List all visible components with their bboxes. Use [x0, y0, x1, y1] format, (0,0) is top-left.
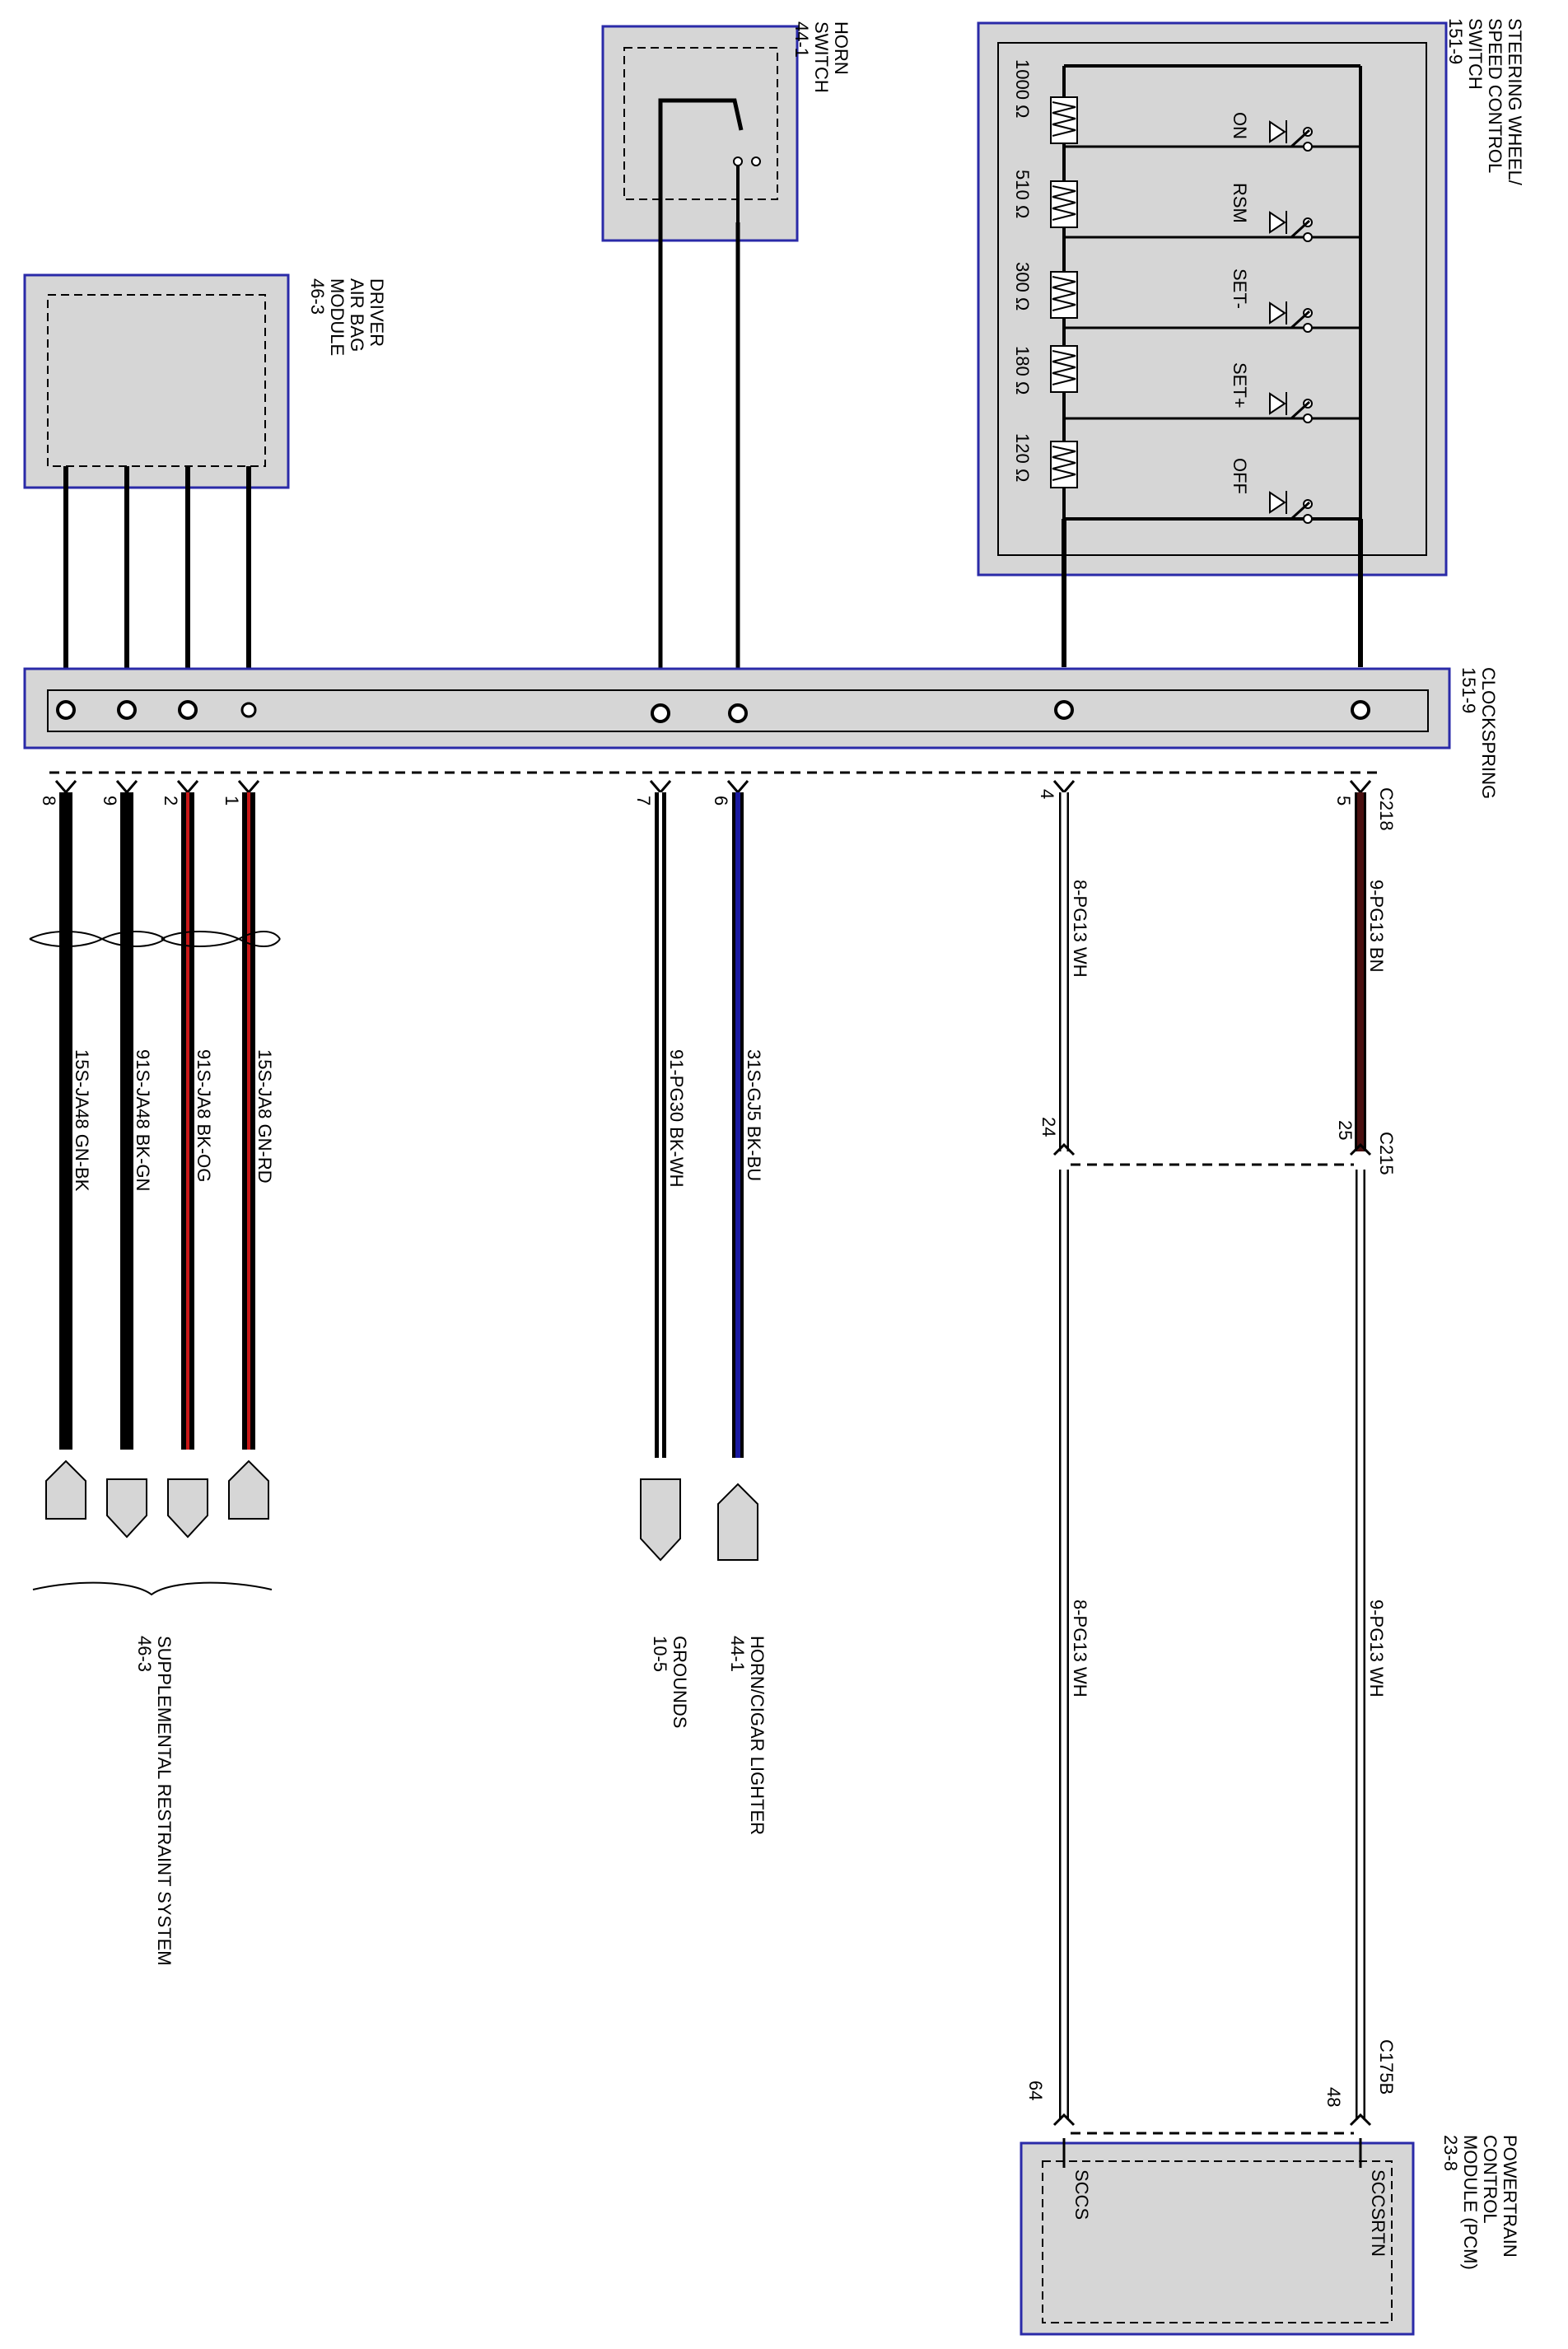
driver-airbag-module: [23, 273, 290, 489]
pin-1: 1: [222, 796, 242, 806]
horn-wires: [655, 792, 744, 1458]
pin-9: 9: [100, 796, 120, 806]
pcm-pin-sccs: SCCS: [1071, 2169, 1092, 2220]
switch-row-off: [1050, 441, 1313, 524]
wire-label-91s-ja48: 91S-JA48 BK-GN: [133, 1049, 153, 1191]
wire-label-9-pg13-lower: 9-PG13 WH: [1366, 1599, 1387, 1698]
resistor-label-510: 510 Ω: [1012, 170, 1033, 218]
connector-c218-label: C218: [1376, 787, 1397, 831]
wire-label-15s-ja8: 15S-JA8 GN-RD: [254, 1049, 275, 1184]
c175b-arrows: [1052, 2113, 1372, 2127]
wire-label-8-pg13-lower: 8-PG13 WH: [1070, 1599, 1090, 1698]
steering-wheel-switch-title: STEERING WHEEL/ SPEED CONTROL SWITCH 151…: [1445, 18, 1525, 190]
srs-destination-label: SUPPLEMENTAL RESTRAINT SYSTEM 46-3: [134, 1636, 175, 1971]
switch-label-set-minus: SET-: [1230, 269, 1250, 309]
pin-7: 7: [633, 796, 654, 806]
connector-c215-label: C215: [1376, 1132, 1397, 1175]
grounds-destination-label: GROUNDS 10-5: [650, 1636, 690, 1734]
switch-row-set-minus: [1050, 271, 1360, 333]
resistor-label-1000: 1000 Ω: [1012, 59, 1033, 119]
clockspring: [23, 667, 1451, 750]
wire-label-15s-ja48: 15S-JA48 GN-BK: [72, 1049, 92, 1192]
speed-control-wires: [1059, 792, 1366, 1151]
steering-wheel-switch: [977, 21, 1448, 577]
pcm-title: POWERTRAIN CONTROL MODULE (PCM) 23-8: [1440, 2135, 1520, 2275]
switch-row-on: [1050, 96, 1360, 152]
wire-label-9-pg13-upper: 9-PG13 BN: [1366, 880, 1387, 973]
wire-label-31s-gj5: 31S-GJ5 BK-BU: [744, 1049, 764, 1181]
pin-48: 48: [1323, 2087, 1344, 2107]
resistor-label-120: 120 Ω: [1012, 433, 1033, 482]
clockspring-title: CLOCKSPRING 151-9: [1458, 667, 1499, 804]
horn-switch: [601, 25, 799, 242]
wire-label-8-pg13-upper: 8-PG13 WH: [1070, 880, 1090, 978]
wire-label-91-pg30: 91-PG30 BK-WH: [666, 1049, 687, 1188]
pcm-module: [1020, 2138, 1415, 2336]
switch-label-on: ON: [1230, 112, 1250, 139]
switch-label-set-plus: SET+: [1230, 362, 1250, 409]
connector-c175b-label: C175B: [1376, 2039, 1397, 2094]
pin-64: 64: [1025, 2080, 1046, 2100]
c215-arrows: [1052, 1142, 1372, 1156]
horn-lighter-destination-label: HORN/CIGAR LIGHTER 44-1: [727, 1636, 768, 1840]
pin-5: 5: [1333, 796, 1354, 806]
srs-connector-shapes: [45, 1459, 269, 1539]
srs-wires: [29, 792, 281, 1450]
horn-switch-title: HORN SWITCH 44-1: [791, 21, 852, 98]
c218-arrows: [54, 780, 1372, 795]
resistor-label-300: 300 Ω: [1012, 262, 1033, 311]
pin-24: 24: [1038, 1117, 1059, 1137]
switch-row-rsm: [1050, 180, 1360, 242]
pin-8: 8: [39, 796, 59, 806]
pin-25: 25: [1335, 1120, 1356, 1140]
driver-airbag-title: DRIVER AIR BAG MODULE 46-3: [307, 278, 387, 361]
switch-row-set-plus: [1050, 345, 1360, 423]
horn-connector-shapes: [640, 1478, 758, 1562]
switch-label-rsm: RSM: [1230, 183, 1250, 223]
pin-4: 4: [1037, 789, 1057, 799]
pin-6: 6: [711, 796, 731, 806]
pin-2: 2: [161, 796, 181, 806]
speed-control-wires-lower: [1059, 1170, 1365, 2120]
resistor-label-180: 180 Ω: [1012, 346, 1033, 395]
pcm-pin-sccsrtn: SCCSRTN: [1368, 2169, 1388, 2257]
switch-label-off: OFF: [1230, 458, 1250, 494]
srs-brace: [32, 1581, 273, 1596]
wire-label-91s-ja8: 91S-JA8 BK-OG: [194, 1049, 214, 1182]
